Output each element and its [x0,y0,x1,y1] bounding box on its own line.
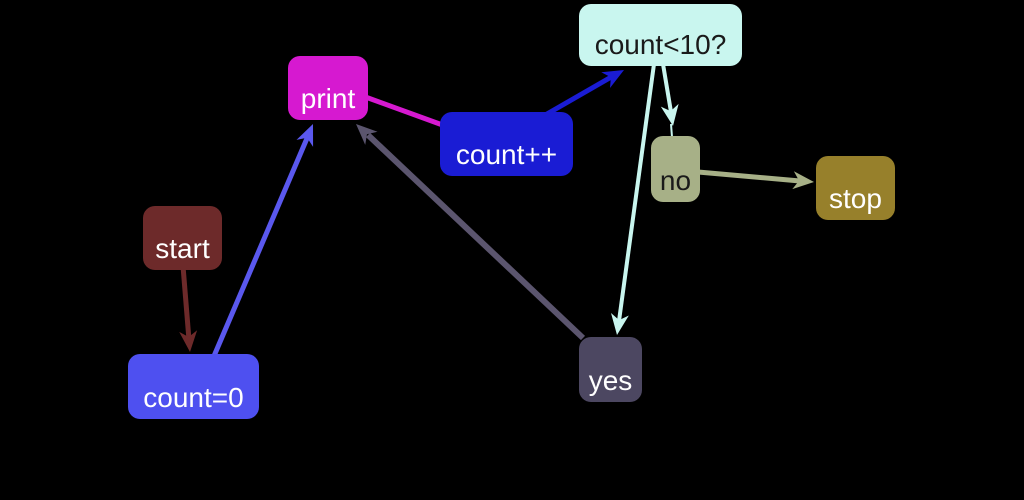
edge-count0-to-print [211,124,314,357]
node-condition-label: count<10? [594,29,727,61]
edge-cond-to-yes [611,63,656,335]
node-stop-label: stop [829,183,882,215]
node-count-increment: count++ [440,112,573,176]
arrowhead [792,171,814,190]
arrowhead [296,124,314,147]
edge-start-to-count0 [179,265,198,352]
node-yes: yes [579,337,642,402]
arrowhead [179,330,198,352]
node-print-label: print [300,83,356,115]
arrowhead [660,103,679,126]
edge-print-to-countpp [359,92,449,130]
arrowhead [611,312,629,335]
edge-yes-to-print [356,124,586,341]
node-no-label: no [659,165,692,197]
node-start-label: start [155,233,210,265]
node-count-init: count=0 [128,354,259,419]
node-count-init-label: count=0 [143,382,244,414]
node-print: print [288,56,368,120]
arrowhead [601,70,624,89]
node-stop: stop [816,156,895,220]
node-condition: count<10? [579,4,742,66]
edge-cond-to-no [660,63,679,138]
edge-countpp-to-cond [538,70,624,121]
edge-no-to-stop [697,169,814,190]
node-start: start [143,206,222,270]
arrowhead [356,124,378,145]
node-no: no [651,136,700,202]
node-count-increment-label: count++ [455,139,558,171]
node-yes-label: yes [588,365,633,397]
